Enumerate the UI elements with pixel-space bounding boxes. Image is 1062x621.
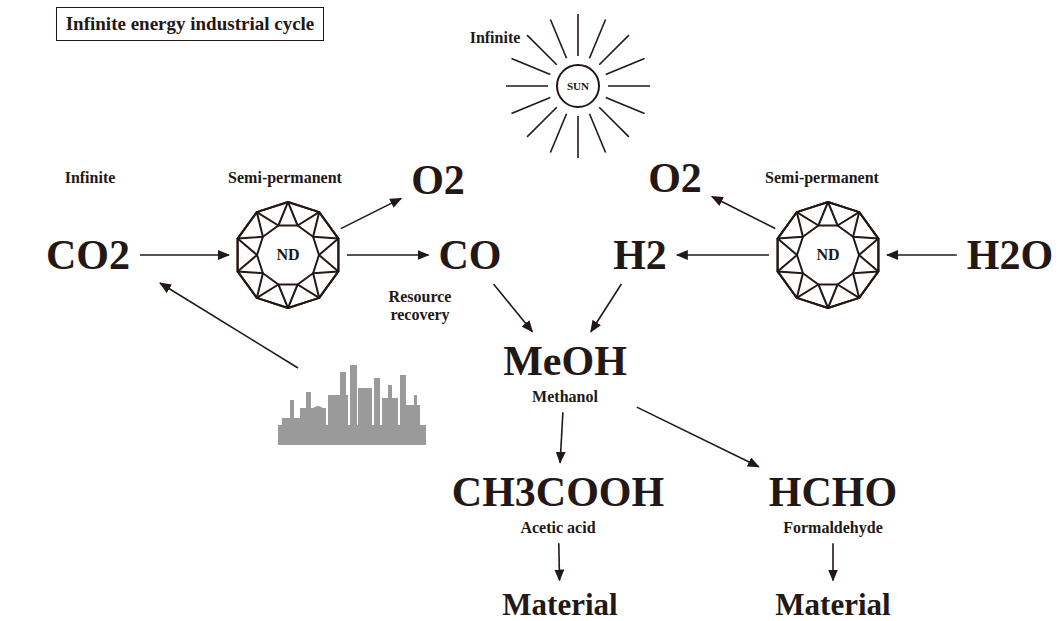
node-text: ND: [815, 246, 840, 264]
sun-ray: [527, 107, 557, 137]
sun-ray: [606, 58, 645, 74]
node-text: H2: [609, 232, 671, 278]
sun-ray: [527, 35, 557, 65]
node-text: Material: [771, 587, 894, 621]
annotation-label: Semi-permanent: [228, 169, 342, 187]
chemical-node: CO2: [42, 232, 134, 278]
chemical-node: H2O: [963, 232, 1057, 278]
sun-ray: [511, 97, 550, 113]
sun-circle: SUN: [556, 64, 600, 108]
flow-arrow: [591, 284, 622, 332]
title-box: Infinite energy industrial cycle: [56, 7, 325, 41]
sun-ray: [550, 114, 566, 153]
sun-ray: [599, 35, 629, 65]
sun-ray: [506, 85, 548, 87]
sun-ray: [606, 97, 645, 113]
flow-arrow: [637, 407, 759, 467]
chemical-node: MeOH Methanol: [499, 338, 631, 406]
annotation-label: Resource recovery: [370, 288, 470, 325]
node-text: HCHO: [765, 469, 901, 515]
node-subtitle: Methanol: [499, 388, 631, 406]
flow-arrow: [832, 543, 834, 580]
flow-arrow: [887, 254, 957, 256]
sun-ray: [577, 116, 579, 158]
annotation-label: Infinite: [470, 29, 521, 47]
nd-catalyst: ND: [232, 199, 344, 311]
node-subtitle: Formaldehyde: [765, 519, 901, 537]
sun-ray: [511, 58, 550, 74]
node-text: O2: [644, 155, 706, 201]
factory-illustration: [278, 365, 426, 445]
sun-ray: [550, 19, 566, 58]
node-text: CO2: [42, 232, 134, 278]
chemical-node: CH3COOH Acetic acid: [448, 469, 668, 537]
sun-ray: [589, 114, 605, 153]
node-text: Material: [498, 587, 621, 621]
sun-ray: [589, 19, 605, 58]
material-node: Material: [498, 587, 621, 621]
chemical-node: H2: [609, 232, 671, 278]
node-text: CO: [435, 232, 506, 278]
node-text: CH3COOH: [448, 469, 668, 515]
flow-arrow: [341, 198, 401, 228]
flow-arrow: [560, 412, 563, 463]
chemical-node: O2: [644, 155, 706, 201]
node-text: MeOH: [499, 338, 631, 384]
nd-catalyst: ND: [772, 199, 884, 311]
chemical-node: HCHO Formaldehyde: [765, 469, 901, 537]
node-text: SUN: [567, 80, 589, 92]
annotation-label: Infinite: [65, 169, 116, 187]
flow-arrow: [494, 284, 533, 332]
chemical-node: CO: [435, 232, 506, 278]
annotation-label: Semi-permanent: [765, 169, 879, 187]
node-text: O2: [407, 157, 469, 203]
flow-arrow: [677, 254, 769, 256]
node-text: H2O: [963, 232, 1057, 278]
flow-arrow: [347, 254, 429, 256]
emission-arrow: [160, 283, 298, 368]
sun-ray: [608, 85, 650, 87]
sun-ray: [577, 14, 579, 56]
flow-arrow: [140, 254, 229, 256]
node-subtitle: Acetic acid: [448, 519, 668, 537]
node-text: Infinite energy industrial cycle: [66, 13, 315, 35]
chemical-node: O2: [407, 157, 469, 203]
material-node: Material: [771, 587, 894, 621]
node-text: ND: [275, 246, 300, 264]
sun-ray: [599, 107, 629, 137]
sun-rays: [506, 14, 650, 158]
flow-arrow: [558, 543, 560, 580]
flow-arrow: [712, 197, 776, 229]
